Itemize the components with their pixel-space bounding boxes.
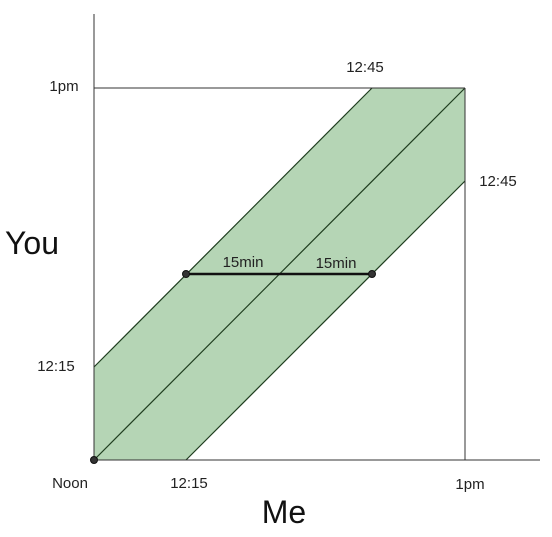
segment-label-right: 15min (316, 255, 357, 272)
segment-right-point (368, 270, 376, 278)
x-tick-1215: 12:15 (170, 475, 208, 492)
band-upper-edge (93, 87, 373, 368)
y-axis-title: You (5, 225, 59, 261)
y-tick-1pm: 1pm (49, 78, 78, 95)
x-tick-1pm: 1pm (455, 476, 484, 493)
x-tick-noon: Noon (52, 475, 88, 492)
y-tick-1215: 12:15 (37, 358, 75, 375)
segment-left-point (182, 270, 190, 278)
origin-point (90, 456, 98, 464)
segment-label-left: 15min (223, 254, 264, 271)
top-corner-label: 12:45 (346, 59, 384, 76)
x-axis-title: Me (262, 494, 306, 530)
right-corner-label: 12:45 (479, 173, 517, 190)
band-lower-edge (185, 180, 466, 461)
